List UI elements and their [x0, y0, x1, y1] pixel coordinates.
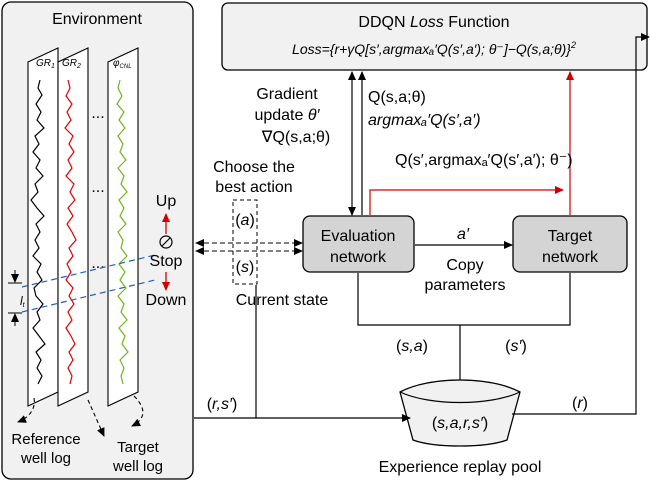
reference-well-curve — [30, 79, 46, 385]
gr1-sub: 1 — [51, 63, 55, 70]
current-state-label: Current state — [236, 292, 329, 309]
gradient-line2: update θ′ — [254, 107, 320, 124]
second-well-curve — [64, 79, 77, 385]
lt-label: lt — [20, 294, 26, 309]
gradient-line1: Gradient — [256, 86, 318, 103]
window-upper-line — [21, 254, 156, 288]
environment-title: Environment — [52, 11, 142, 28]
red-argmax-arrow — [369, 186, 564, 215]
sprime-label: (s′) — [505, 338, 527, 355]
q-sa-theta-label: Q(s,a;θ) — [368, 89, 426, 106]
dots-1: ... — [91, 105, 104, 122]
rs-label: (r,s′) — [207, 396, 238, 413]
action-down-label: Down — [146, 292, 187, 309]
reference-label-line2: well log — [20, 450, 71, 467]
loss-formula-main: Loss={r+γQ[s′,argmaxₐ′Q(s′,a′); θ⁻]−Q(s,… — [292, 41, 571, 57]
loss-formula-exp: 2 — [570, 40, 576, 50]
a-prime-label: a′ — [457, 226, 470, 243]
copy-label-line1: Copy — [446, 257, 483, 274]
action-stop-label: Stop — [150, 253, 183, 270]
state-s-label: (s) — [236, 259, 255, 276]
target-network-line2: network — [542, 249, 599, 266]
sprime-var: s′ — [511, 338, 523, 355]
copy-label-line2: parameters — [425, 277, 506, 294]
loss-title: DDQN Loss Function — [358, 14, 509, 31]
loss-title-pre: DDQN — [358, 14, 410, 31]
target-well-curve — [116, 79, 129, 385]
gradient-nabla: ∇ — [261, 129, 273, 146]
reference-label-line1: Reference — [11, 431, 80, 448]
evaluation-network-line2: network — [330, 249, 387, 266]
gr1-label: GR1 — [36, 58, 55, 70]
lt-sub: t — [23, 302, 26, 309]
target-network-box — [512, 215, 628, 273]
gradient-q: Q(s,a;θ) — [272, 129, 330, 146]
window-lower-line — [21, 279, 156, 313]
argmax-label: argmaxₐ′Q(s′,a′) — [368, 112, 481, 129]
stop-icon — [159, 235, 173, 249]
sa-var: s,a — [401, 338, 422, 355]
gradient-theta: θ′ — [308, 107, 321, 124]
state-s-var: s — [241, 259, 249, 276]
rs-var: r,s′ — [212, 396, 233, 413]
q-target-label: Q(s′,argmaxₐ′Q(s′,a′); θ⁻) — [395, 152, 573, 169]
target-label-line1: Target — [117, 439, 160, 456]
second-log-strip — [57, 47, 89, 407]
target-label-line2: well log — [112, 458, 163, 475]
replay-pool-rim — [399, 391, 521, 404]
loss-title-it: Loss — [410, 14, 444, 31]
choose-action-line2: best action — [215, 179, 292, 196]
gr2-label: GR2 — [62, 58, 81, 70]
dots-2: ... — [91, 179, 104, 196]
choose-action-line1: Choose the — [213, 159, 295, 176]
action-a-var: a — [241, 212, 250, 229]
evaluation-network-line1: Evaluation — [321, 228, 396, 245]
r-label: (r) — [572, 395, 588, 412]
networks-replay-bracket — [357, 273, 571, 326]
action-a-label: (a) — [235, 212, 255, 229]
replay-tuple-var: s,a,r,s′ — [437, 415, 484, 432]
replay-pool-shape — [399, 379, 521, 447]
r-var: r — [577, 395, 583, 412]
reference-log-strip — [27, 47, 59, 407]
stop-icon-slash — [161, 237, 171, 247]
gr2-sub: 2 — [76, 63, 81, 70]
evaluation-network-box — [302, 215, 415, 273]
phi-sub: CNL — [120, 64, 132, 70]
sa-label: (s,a) — [396, 338, 428, 355]
loss-formula: Loss={r+γQ[s′,argmaxₐ′Q(s′,a′); θ⁻]−Q(s,… — [292, 40, 576, 57]
replay-pool-label: Experience replay pool — [379, 459, 542, 476]
replay-tuple: (s,a,r,s′) — [432, 415, 488, 432]
gradient-line2-pre: update — [254, 107, 307, 124]
gradient-line3: ∇Q(s,a;θ) — [261, 129, 331, 146]
target-network-line1: Target — [548, 228, 593, 245]
loss-title-post: Function — [444, 14, 510, 31]
action-up-label: Up — [156, 193, 177, 210]
reference-label-arrow — [17, 397, 35, 423]
